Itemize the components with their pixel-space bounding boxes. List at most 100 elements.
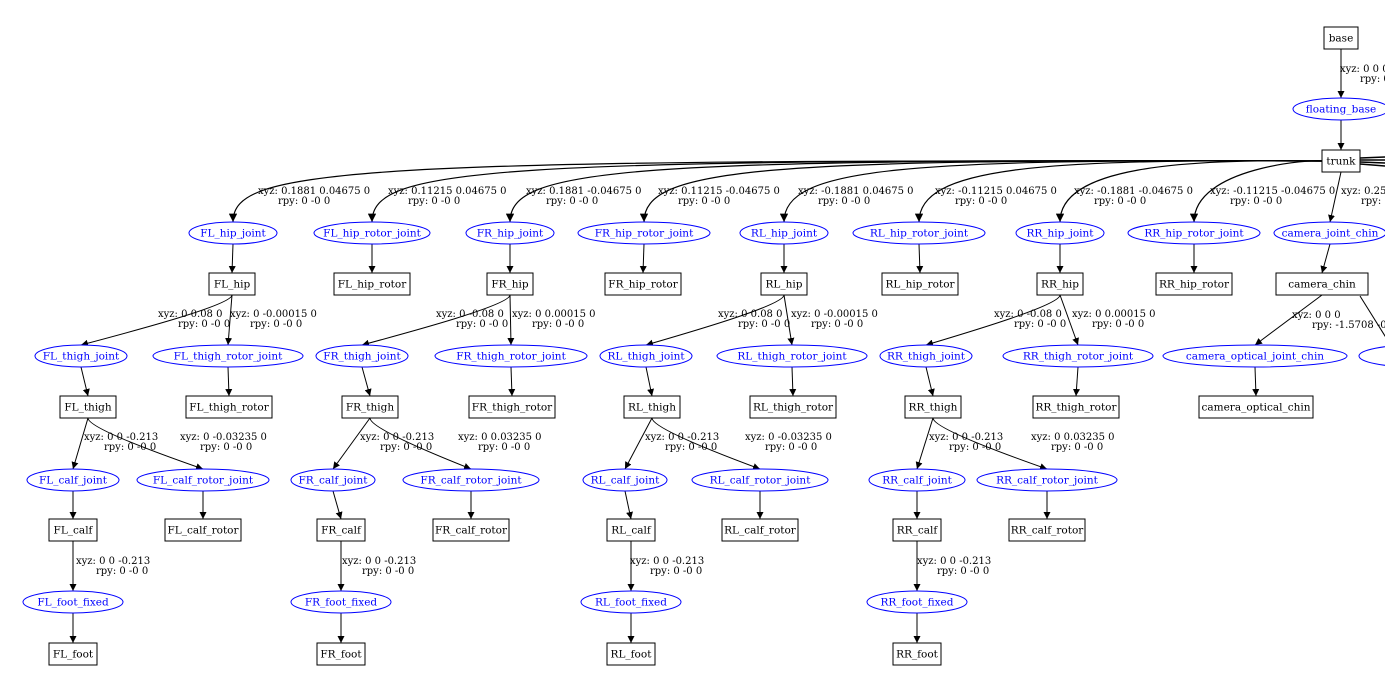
joint-rl-hip-rotor-joint[interactable]: RL_hip_rotor_joint — [852, 221, 986, 245]
joint-rl-calf-rotor-joint[interactable]: RL_calf_rotor_joint — [691, 468, 829, 492]
link-fl-calf[interactable]: FL_calf — [48, 518, 98, 542]
joint-fl-hip-rotor-joint[interactable]: FL_hip_rotor_joint — [313, 221, 431, 245]
joint-fl-foot-fixed[interactable]: FL_foot_fixed — [22, 590, 124, 614]
link-rr-hip-rotor[interactable]: RR_hip_rotor — [1155, 272, 1233, 296]
joint-ellipse — [1358, 346, 1385, 366]
joint-fr-hip-rotor-joint[interactable]: FR_hip_rotor_joint — [577, 221, 711, 245]
link-fr-hip[interactable]: FR_hip — [486, 272, 534, 296]
rr-hip-joint-rpy-label: rpy: 0 -0 0 — [1094, 196, 1146, 207]
link-box — [59, 395, 117, 419]
link-label: RR_thigh_rotor — [1035, 402, 1117, 414]
link-rl-foot[interactable]: RL_foot — [606, 642, 656, 666]
camera-joint-chin-rpy-label: rpy: 0 — [1361, 196, 1385, 207]
joint-rr-foot-fixed[interactable]: RR_foot_fixed — [866, 590, 968, 614]
joint-fl-hip-joint[interactable]: FL_hip_joint — [188, 221, 278, 245]
link-rr-thigh-rotor[interactable]: RR_thigh_rotor — [1032, 395, 1120, 419]
FL_thigh_joint-in-edge — [80, 294, 233, 347]
link-label: base — [1329, 33, 1354, 45]
joint-camera-optical-joint-chin[interactable]: camera_optical_joint_chin — [1162, 344, 1348, 368]
joint-fr-calf-rotor-joint[interactable]: FR_calf_rotor_joint — [402, 468, 540, 492]
FL_thigh_rotor-in-edge — [225, 366, 233, 397]
joint-rr-calf-joint[interactable]: RR_calf_joint — [868, 468, 966, 492]
link-label: camera_optical_chin — [1202, 402, 1311, 414]
joint-fr-hip-joint[interactable]: FR_hip_joint — [465, 221, 555, 245]
joint-rl-thigh-joint[interactable]: RL_thigh_joint — [599, 344, 693, 368]
joint-rl-calf-joint[interactable]: RL_calf_joint — [582, 468, 668, 492]
joint-ellipse — [34, 344, 128, 368]
link-label: FL_thigh — [64, 402, 112, 414]
joint-rr-thigh-rotor-joint[interactable]: RR_thigh_rotor_joint — [1002, 344, 1154, 368]
joint-label: RR_foot_fixed — [881, 597, 954, 609]
camera-joint-chin-xyz-label: xyz: 0.25 — [1341, 186, 1385, 197]
joint-rl-thigh-rotor-joint[interactable]: RL_thigh_rotor_joint — [716, 344, 868, 368]
link-rl-calf[interactable]: RL_calf — [606, 518, 656, 542]
joint-fl-thigh-joint[interactable]: FL_thigh_joint — [34, 344, 128, 368]
link-rr-calf[interactable]: RR_calf — [892, 518, 942, 542]
link-fr-thigh-rotor[interactable]: FR_thigh_rotor — [468, 395, 556, 419]
joint-label: FR_calf_joint — [299, 475, 369, 487]
joint-fr-calf-joint[interactable]: FR_calf_joint — [290, 468, 376, 492]
joint-cam-extra[interactable] — [1358, 345, 1385, 367]
joint-ellipse — [315, 344, 409, 368]
joint-ellipse — [866, 590, 968, 614]
joint-fl-thigh-rotor-joint[interactable]: FL_thigh_rotor_joint — [152, 344, 304, 368]
joint-label: RR_calf_rotor_joint — [996, 475, 1099, 487]
rr-calf-joint-xyz-label: xyz: 0 0 -0.213 — [929, 432, 1003, 443]
link-rl-thigh[interactable]: RL_thigh — [623, 395, 681, 419]
joint-fl-calf-joint[interactable]: FL_calf_joint — [26, 468, 120, 492]
link-fl-thigh-rotor[interactable]: FL_thigh_rotor — [185, 395, 273, 419]
fr-foot-fixed-rpy-label: rpy: 0 -0 0 — [362, 566, 414, 577]
joint-ellipse — [152, 344, 304, 368]
joint-label: RR_calf_joint — [882, 475, 952, 487]
link-fl-hip-rotor[interactable]: FL_hip_rotor — [333, 272, 411, 296]
link-fr-thigh[interactable]: FR_thigh — [341, 395, 399, 419]
joint-fr-thigh-rotor-joint[interactable]: FR_thigh_rotor_joint — [434, 344, 588, 368]
link-rl-hip-rotor[interactable]: RL_hip_rotor — [881, 272, 959, 296]
joint-fr-foot-fixed[interactable]: FR_foot_fixed — [290, 590, 392, 614]
link-label: RL_thigh_rotor — [753, 402, 834, 414]
link-fr-calf[interactable]: FR_calf — [316, 518, 366, 542]
link-rl-thigh-rotor[interactable]: RL_thigh_rotor — [749, 395, 837, 419]
joint-rl-hip-joint[interactable]: RL_hip_joint — [739, 221, 829, 245]
link-camera-optical-chin[interactable]: camera_optical_chin — [1198, 395, 1314, 419]
link-rl-calf-rotor[interactable]: RL_calf_rotor — [721, 518, 799, 542]
link-label: FL_thigh_rotor — [189, 402, 269, 414]
joint-rr-calf-rotor-joint[interactable]: RR_calf_rotor_joint — [976, 468, 1118, 492]
link-label: FR_hip — [491, 279, 529, 291]
FR_calf_joint-in-edge — [332, 417, 371, 470]
link-box — [721, 518, 799, 542]
RL_thigh_rotor-in-edge — [789, 366, 797, 397]
FR_thigh_rotor-in-edge — [508, 366, 516, 397]
trunk-offscreen-edge — [1359, 156, 1385, 159]
joint-rr-hip-rotor-joint[interactable]: RR_hip_rotor_joint — [1127, 221, 1261, 245]
joint-fl-calf-rotor-joint[interactable]: FL_calf_rotor_joint — [136, 468, 270, 492]
RL_thigh_rotor_joint-in-edge — [783, 294, 795, 346]
link-fl-thigh[interactable]: FL_thigh — [59, 395, 117, 419]
link-label: FL_hip — [214, 279, 251, 291]
rl-thigh-joint-rpy-label: rpy: 0 -0 0 — [738, 319, 790, 330]
link-rr-foot[interactable]: RR_foot — [892, 642, 942, 666]
joint-rr-hip-joint[interactable]: RR_hip_joint — [1015, 221, 1105, 245]
joint-rr-thigh-joint[interactable]: RR_thigh_joint — [879, 344, 973, 368]
link-camera-chin[interactable]: camera_chin — [1275, 272, 1369, 296]
link-rr-hip[interactable]: RR_hip — [1036, 272, 1084, 296]
joint-fr-thigh-joint[interactable]: FR_thigh_joint — [315, 344, 409, 368]
RR_thigh-in-edge — [925, 366, 935, 397]
link-trunk[interactable]: trunk — [1321, 149, 1361, 173]
link-rr-calf-rotor[interactable]: RR_calf_rotor — [1008, 518, 1086, 542]
link-fr-hip-rotor[interactable]: FR_hip_rotor — [604, 272, 682, 296]
joint-rl-foot-fixed[interactable]: RL_foot_fixed — [580, 590, 682, 614]
rr-thigh-rotor-joint-xyz-label: xyz: 0 0.00015 0 — [1072, 309, 1156, 320]
link-fr-foot[interactable]: FR_foot — [316, 642, 366, 666]
joint-camera-joint-chin[interactable]: camera_joint_chin — [1273, 221, 1385, 245]
link-fl-hip[interactable]: FL_hip — [208, 272, 256, 296]
link-box — [606, 518, 656, 542]
link-rl-hip[interactable]: RL_hip — [760, 272, 808, 296]
link-fl-calf-rotor[interactable]: FL_calf_rotor — [164, 518, 242, 542]
link-fl-foot[interactable]: FL_foot — [48, 642, 98, 666]
link-base[interactable]: base — [1323, 26, 1359, 50]
joint-label: FL_calf_rotor_joint — [153, 475, 254, 487]
link-fr-calf-rotor[interactable]: FR_calf_rotor — [432, 518, 510, 542]
joint-floating-base[interactable]: floating_base — [1292, 97, 1385, 121]
link-rr-thigh[interactable]: RR_thigh — [904, 395, 962, 419]
